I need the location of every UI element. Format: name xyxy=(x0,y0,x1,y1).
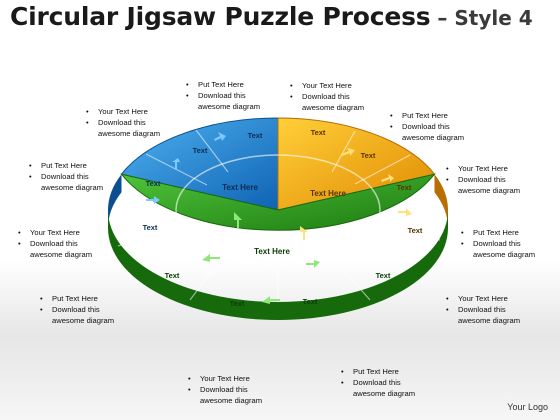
callout-title: Put Text Here xyxy=(40,293,114,304)
label-green-3: Text xyxy=(303,297,318,306)
callout-line: Download this xyxy=(18,238,92,249)
disk-side-blue xyxy=(108,174,122,228)
label-green-4: Text xyxy=(376,271,391,280)
label-blue-3: Text xyxy=(193,146,208,155)
callout-line: Download this xyxy=(446,304,520,315)
callout-title: Your Text Here xyxy=(86,106,160,117)
callout-7: Your Text Here Download this awesome dia… xyxy=(18,227,92,260)
callout-title: Put Text Here xyxy=(461,227,535,238)
puzzle-orange-sector xyxy=(277,117,436,211)
inner-ring-outline xyxy=(175,154,381,266)
callout-title: Your Text Here xyxy=(18,227,92,238)
callout-1: Put Text Here Download this awesome diag… xyxy=(186,79,260,112)
label-green-1: Text xyxy=(165,271,180,280)
flow-arrows xyxy=(146,132,412,304)
callout-8: Put Text Here Download this awesome diag… xyxy=(461,227,535,260)
callout-title: Put Text Here xyxy=(341,366,415,377)
label-orange-1: Text xyxy=(311,128,326,137)
arrow-green-3 xyxy=(234,212,242,228)
callout-line: Download this xyxy=(341,377,415,388)
callout-title: Put Text Here xyxy=(390,110,464,121)
callout-5: Put Text Here Download this awesome diag… xyxy=(29,160,103,193)
callout-title: Your Text Here xyxy=(290,80,364,91)
arrow-blue-1 xyxy=(146,196,160,204)
callout-line: awesome diagram xyxy=(30,250,93,259)
arrow-orange-1 xyxy=(341,148,355,156)
callout-line: Download this xyxy=(186,90,260,101)
arrow-orange-3 xyxy=(398,208,412,216)
callout-title: Put Text Here xyxy=(29,160,103,171)
label-blue-2: Text xyxy=(146,179,161,188)
callout-2: Your Text Here Download this awesome dia… xyxy=(290,80,364,113)
logo-placeholder: Your Logo xyxy=(507,402,548,412)
callout-line: awesome diagram xyxy=(302,103,365,112)
callout-6: Your Text Here Download this awesome dia… xyxy=(446,163,520,196)
callout-line: Download this xyxy=(40,304,114,315)
callout-line: awesome diagram xyxy=(41,183,104,192)
callout-11: Put Text Here Download this awesome diag… xyxy=(341,366,415,399)
label-center-green: Text Here xyxy=(254,247,290,256)
callout-12: Your Text Here Download this awesome dia… xyxy=(188,373,262,406)
label-orange-2: Text xyxy=(361,151,376,160)
callout-line: Download this xyxy=(290,91,364,102)
page-title: Circular Jigsaw Puzzle Process – Style 4 xyxy=(10,2,533,31)
label-orange-3: Text xyxy=(397,183,412,192)
callout-9: Your Text Here Download this awesome dia… xyxy=(446,293,520,326)
label-orange-4: Text xyxy=(408,226,423,235)
callout-10: Put Text Here Download this awesome diag… xyxy=(40,293,114,326)
label-blue-1: Text xyxy=(143,223,158,232)
callout-line: Download this xyxy=(461,238,535,249)
title-style: – Style 4 xyxy=(430,6,533,30)
disk-side-orange xyxy=(434,174,448,228)
callout-4: Put Text Here Download this awesome diag… xyxy=(390,110,464,143)
callout-line: awesome diagram xyxy=(353,389,416,398)
callout-line: awesome diagram xyxy=(458,316,521,325)
callout-line: Download this xyxy=(446,174,520,185)
arrow-green-4 xyxy=(306,260,320,268)
callout-line: awesome diagram xyxy=(198,102,261,111)
label-center-blue: Text Here xyxy=(222,183,258,192)
label-center-orange: Text Here xyxy=(310,189,346,198)
callout-line: awesome diagram xyxy=(402,133,465,142)
callout-title: Your Text Here xyxy=(446,163,520,174)
label-green-2: Text xyxy=(230,299,245,308)
callout-line: awesome diagram xyxy=(473,250,536,259)
callout-line: awesome diagram xyxy=(52,316,115,325)
arrow-green-1 xyxy=(262,296,280,304)
callout-line: Download this xyxy=(188,384,262,395)
callout-line: awesome diagram xyxy=(458,186,521,195)
title-main: Circular Jigsaw Puzzle Process xyxy=(10,2,431,31)
puzzle-blue-sector xyxy=(120,117,279,211)
label-blue-4: Text xyxy=(248,131,263,140)
callout-title: Put Text Here xyxy=(186,79,260,90)
callout-line: Download this xyxy=(390,121,464,132)
arrow-blue-3 xyxy=(214,132,226,141)
callout-title: Your Text Here xyxy=(446,293,520,304)
callout-line: awesome diagram xyxy=(98,129,161,138)
arrow-blue-2 xyxy=(172,158,180,170)
callout-line: Download this xyxy=(29,171,103,182)
arrow-green-2 xyxy=(202,254,220,262)
arrow-orange-2 xyxy=(381,174,394,182)
arrow-orange-4 xyxy=(300,226,308,240)
callout-title: Your Text Here xyxy=(188,373,262,384)
callout-line: Download this xyxy=(86,117,160,128)
puzzle-green-sector xyxy=(120,173,436,231)
callout-3: Your Text Here Download this awesome dia… xyxy=(86,106,160,139)
callout-line: awesome diagram xyxy=(200,396,263,405)
